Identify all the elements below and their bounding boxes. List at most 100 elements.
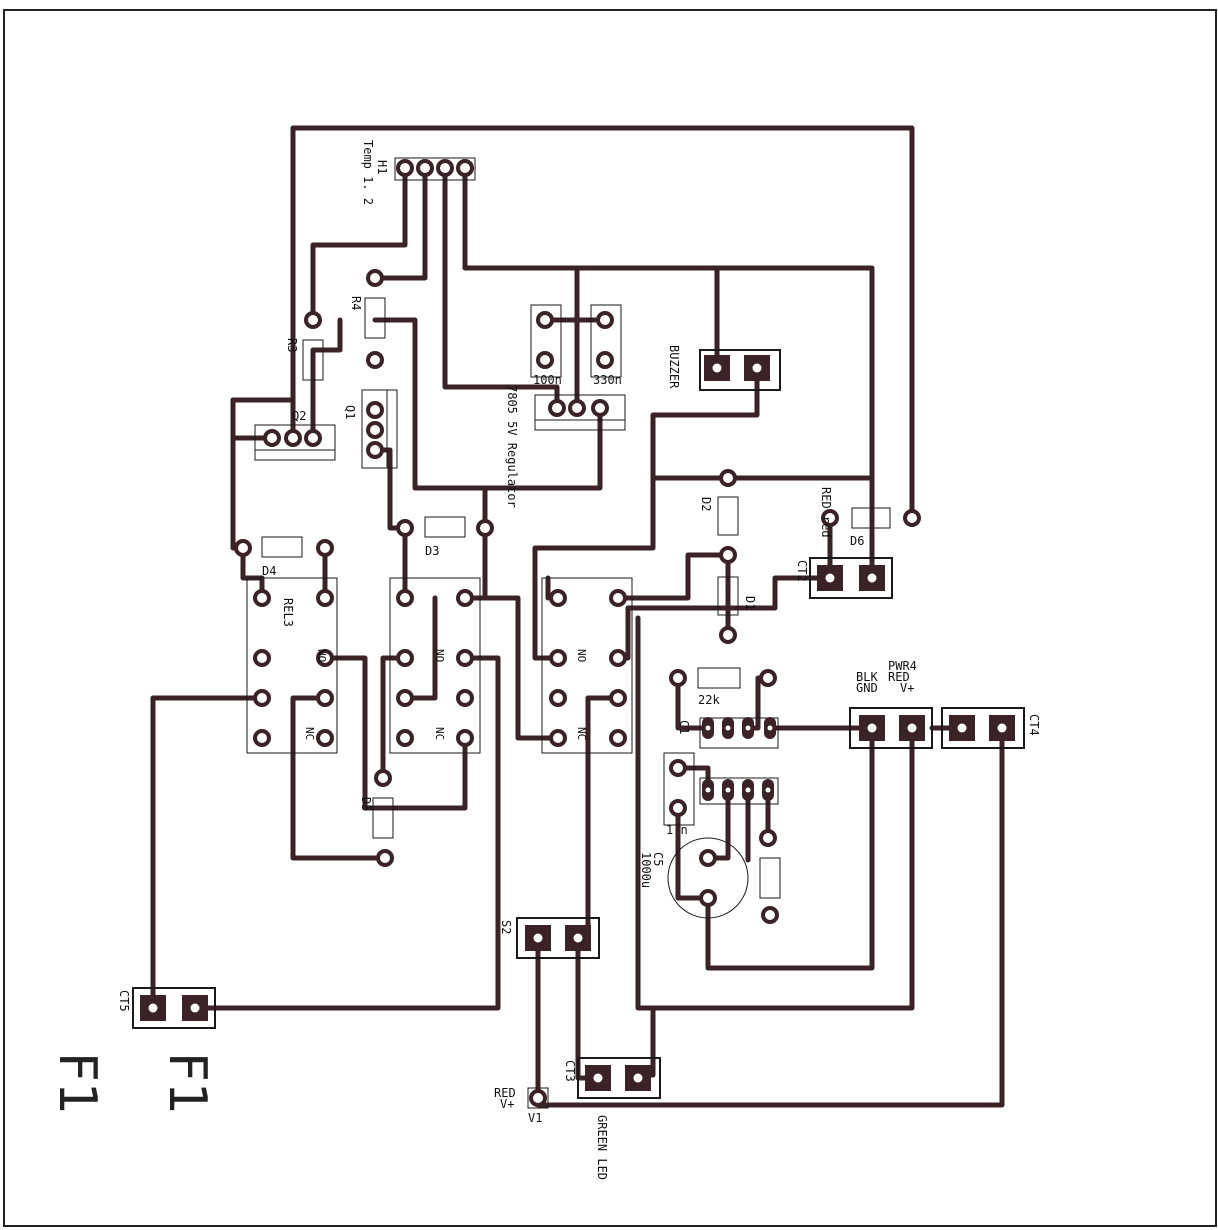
pad-round (759, 829, 777, 847)
label-v1: V1 (528, 1111, 542, 1125)
pad-round (548, 399, 566, 417)
label-blk: BLK (856, 670, 878, 684)
pad-round (719, 546, 737, 564)
pad-round (263, 429, 281, 447)
label-c5-val: 1000u (639, 852, 653, 888)
label-v1-vplus: V+ (500, 1097, 514, 1111)
label-100n: 100n (533, 373, 562, 387)
label-nc-3: NC (575, 727, 588, 740)
pad-round (416, 159, 434, 177)
pad-hole (190, 1003, 200, 1013)
pad-hole (752, 363, 762, 373)
pad-round (759, 669, 777, 687)
pad-round (316, 539, 334, 557)
pad-round (821, 509, 839, 527)
pad-round (669, 799, 687, 817)
pad-round (536, 351, 554, 369)
pad-round (456, 589, 474, 607)
label-d6: D6 (850, 534, 864, 548)
pad-round (366, 401, 384, 419)
pad-round (476, 519, 494, 537)
pad-round (253, 689, 271, 707)
pad-round (669, 669, 687, 687)
label-330n: 330n (593, 373, 622, 387)
pad-round (609, 729, 627, 747)
label-gnd: GND (856, 681, 878, 695)
label-ct2: CT2 (795, 560, 809, 582)
label-ct3: CT3 (563, 1060, 577, 1082)
pad-hole (867, 573, 877, 583)
labels: H1 Temp 1. 2 R4 R3 Q1 Q2 100n 330n 7805 … (47, 140, 1041, 1180)
pad-hole (745, 787, 751, 793)
label-d4: D4 (262, 564, 276, 578)
pad-round (366, 351, 384, 369)
pad-hole (705, 787, 711, 793)
pad-round (396, 519, 414, 537)
label-s2: S2 (499, 920, 513, 934)
pad-hole (957, 723, 967, 733)
pad-round (304, 311, 322, 329)
pad-round (609, 689, 627, 707)
pad-hole (825, 573, 835, 583)
pad-hole (725, 725, 731, 731)
pad-round (396, 689, 414, 707)
pad-hole (633, 1073, 643, 1083)
pad-hole (593, 1073, 603, 1083)
label-ct5: CT5 (117, 990, 131, 1012)
board-border (3, 9, 1217, 1227)
label-c5: C5 (651, 852, 665, 866)
label-regulator: 7805 5V Regulator (505, 385, 519, 508)
label-pwr-vplus: V+ (900, 681, 914, 695)
pad-round (699, 849, 717, 867)
pad-round (253, 649, 271, 667)
label-buzzer: BUZZER (667, 345, 681, 389)
pad-round (456, 729, 474, 747)
pad-round (549, 649, 567, 667)
pad-round (609, 649, 627, 667)
pad-hole (705, 725, 711, 731)
label-r3: R3 (285, 338, 299, 352)
pad-round (699, 889, 717, 907)
label-d5: D5 (359, 797, 373, 811)
pad-round (596, 351, 614, 369)
pad-round (456, 159, 474, 177)
pad-hole (725, 787, 731, 793)
label-no-3: NO (575, 649, 588, 662)
label-pwr4: PWR4 (888, 659, 917, 673)
label-pwr-red: RED (888, 670, 910, 684)
label-no-2: NO (433, 649, 446, 662)
pad-hole (907, 723, 917, 733)
pad-hole (767, 725, 773, 731)
pad-round (316, 649, 334, 667)
pad-round (609, 589, 627, 607)
label-nc-1: NC (303, 727, 316, 740)
pad-hole (533, 933, 543, 943)
label-rel3: REL3 (281, 598, 295, 627)
pad-round (761, 906, 779, 924)
label-d2: D2 (699, 497, 713, 511)
pad-round (234, 539, 252, 557)
label-green-led: GREEN LED (595, 1115, 609, 1180)
label-c1-val: 1 n (666, 823, 688, 837)
pad-round (316, 689, 334, 707)
pad-round (253, 589, 271, 607)
label-22k: 22k (698, 693, 720, 707)
pad-round (436, 159, 454, 177)
pad-round (366, 441, 384, 459)
pad-hole (997, 723, 1007, 733)
label-no-1: NO (315, 649, 328, 662)
pads (140, 159, 1015, 1107)
pad-round (366, 269, 384, 287)
pad-round (366, 421, 384, 439)
label-ct4: CT4 (1027, 714, 1041, 736)
pad-hole (867, 723, 877, 733)
pad-hole (148, 1003, 158, 1013)
pad-round (719, 469, 737, 487)
pad-round (529, 1089, 547, 1107)
pad-hole (745, 725, 751, 731)
pad-hole (765, 787, 771, 793)
pad-hole (712, 363, 722, 373)
pad-round (316, 589, 334, 607)
pad-round (253, 729, 271, 747)
pad-round (596, 311, 614, 329)
